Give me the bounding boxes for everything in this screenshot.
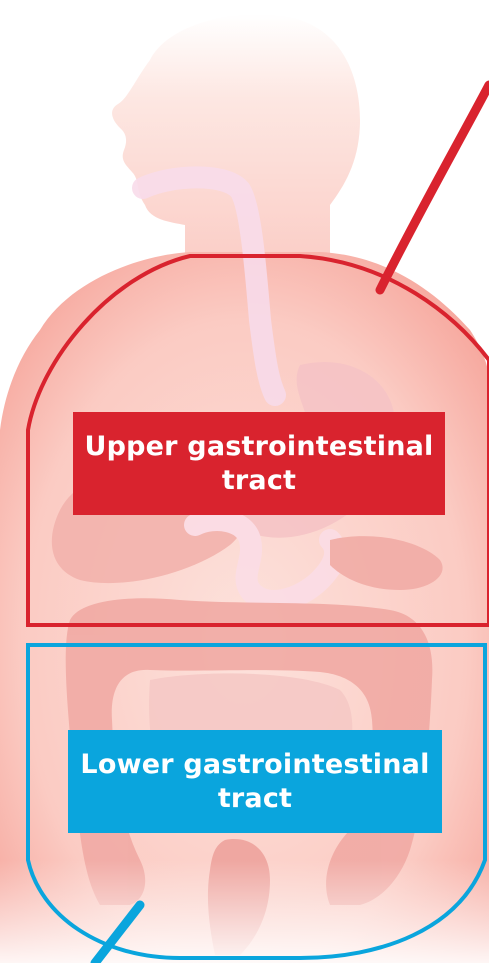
upper-gi-tract-label: Upper gastrointestinal tract: [73, 412, 445, 515]
upper-pointer-line: [380, 85, 489, 290]
lower-gi-tract-label: Lower gastrointestinal tract: [68, 730, 442, 833]
bottom-fade: [0, 860, 489, 963]
head-silhouette: [112, 14, 360, 255]
